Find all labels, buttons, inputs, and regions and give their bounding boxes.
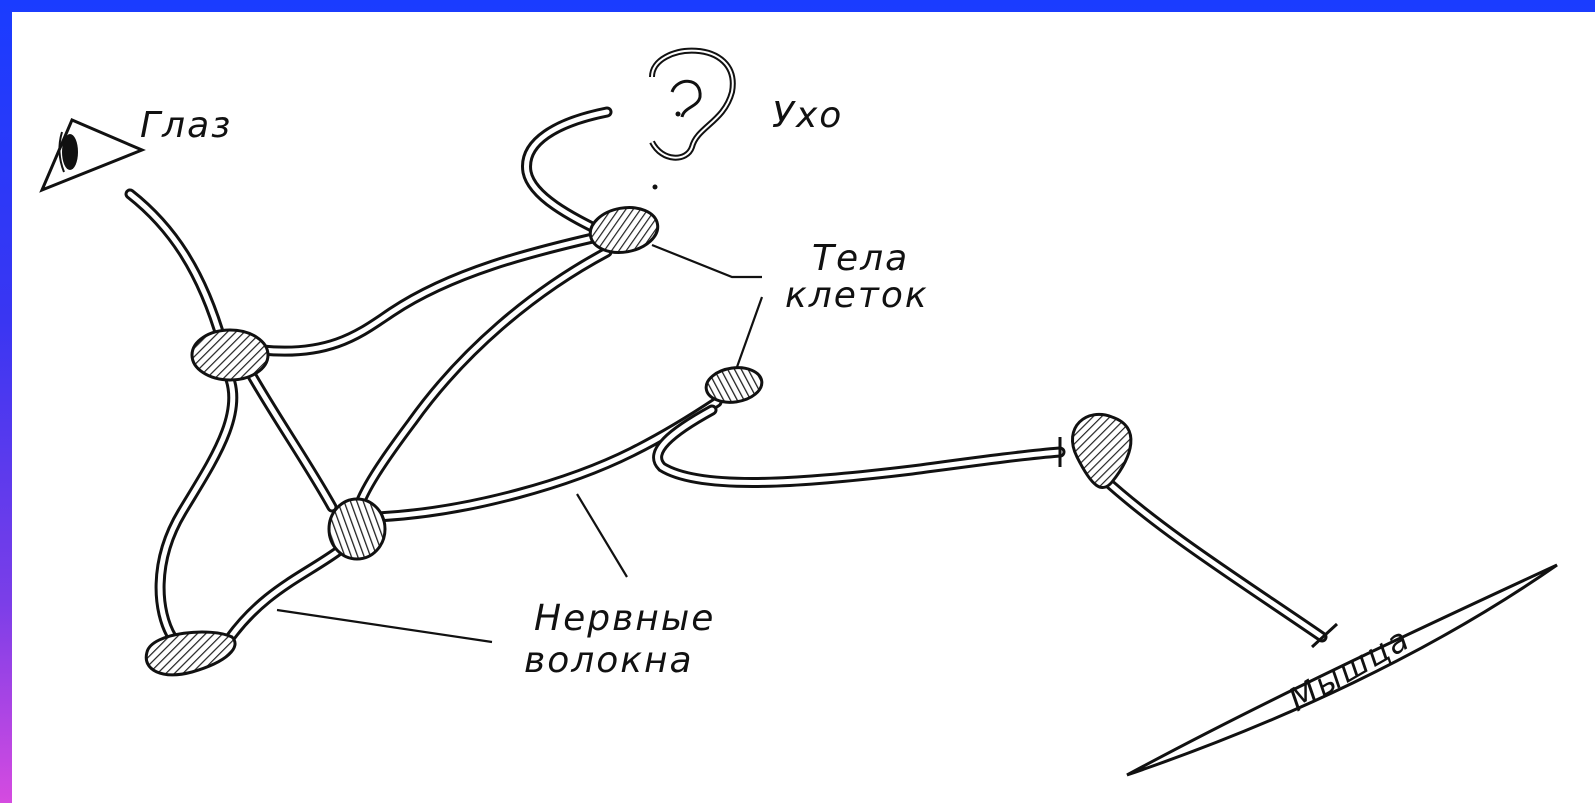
cell-body-f [1072, 414, 1130, 487]
diagram-frame: Мышца Глаз Ухо Тела клеток Нервные волок… [12, 12, 1595, 803]
cell-body-a [192, 330, 268, 380]
ear-label: Ухо [772, 95, 843, 136]
cell-body-b [587, 202, 662, 257]
cell-body-d [146, 632, 235, 675]
cell-body-e [704, 364, 764, 405]
cell-bodies-label-line2: клеток [785, 275, 929, 316]
nerve-fibers-label-line1: Нервные [534, 598, 715, 639]
eye-icon [42, 120, 142, 190]
muscle: Мышца [1127, 565, 1557, 775]
ear-icon [652, 51, 733, 190]
nerve-fibers-label-line2: волокна [524, 640, 694, 681]
cell-body-c [329, 499, 385, 559]
muscle-label: Мышца [1282, 619, 1417, 719]
cell-bodies-label-line1: Тела [812, 238, 909, 279]
nervous-system-diagram: Мышца Глаз Ухо Тела клеток Нервные волок… [12, 12, 1595, 803]
eye-label: Глаз [140, 105, 232, 146]
